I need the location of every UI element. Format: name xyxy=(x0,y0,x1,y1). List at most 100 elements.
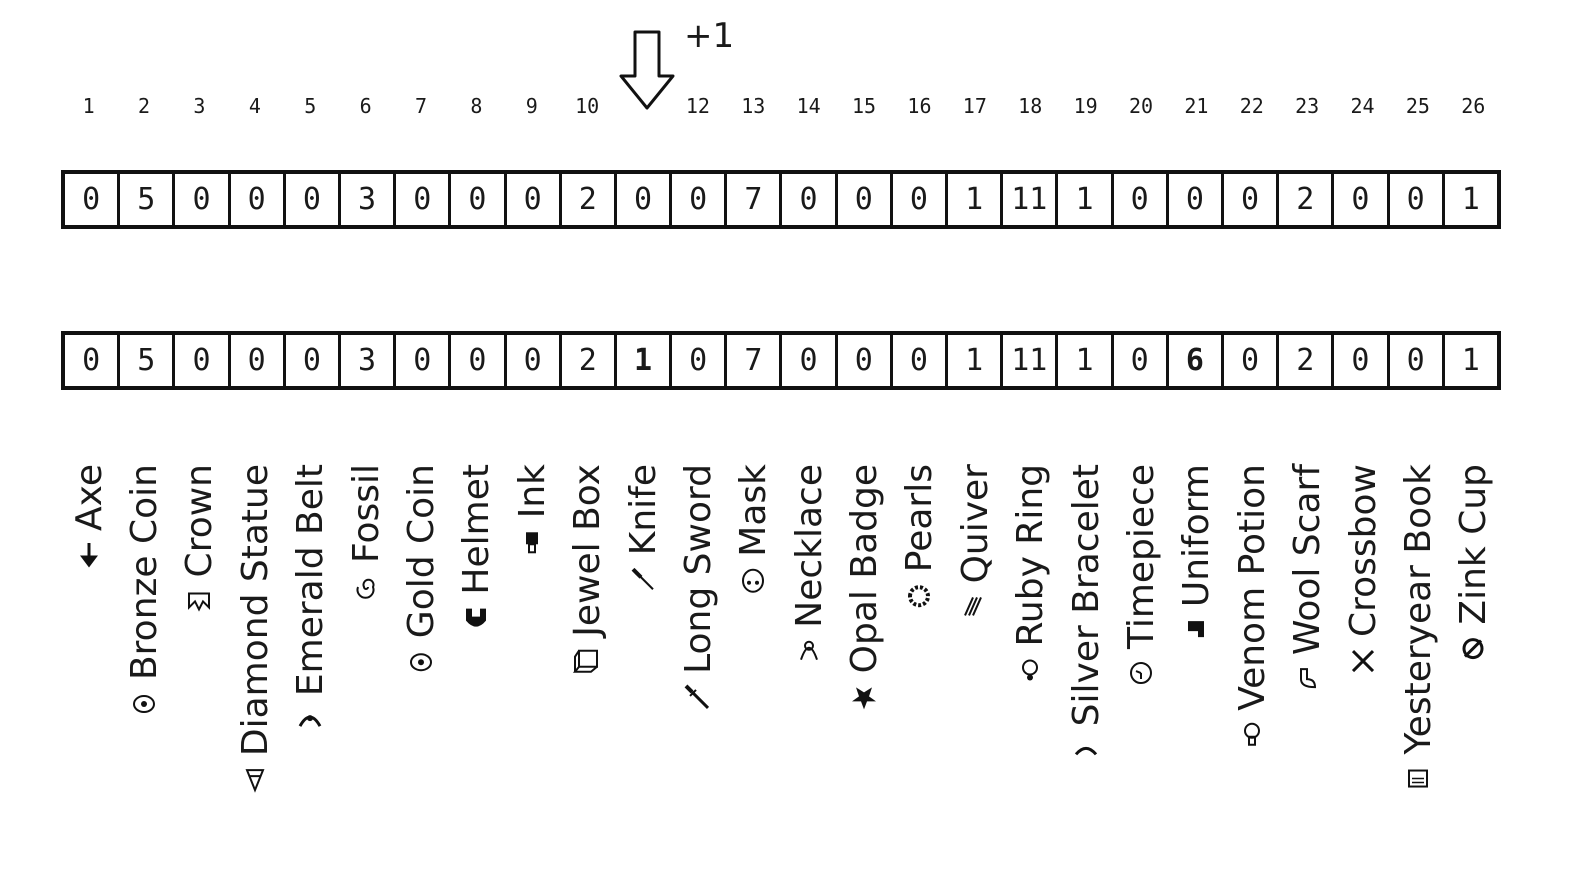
position-label: 25 xyxy=(1405,94,1430,118)
item-label-column: Uniform xyxy=(1168,464,1224,884)
item-label-text: Diamond Statue xyxy=(234,464,276,757)
count-cell: 0 xyxy=(1224,174,1280,225)
scarf-icon xyxy=(1300,668,1317,689)
coin-icon xyxy=(133,695,156,714)
item-label: Timepiece xyxy=(1121,464,1162,687)
item-label-text: Crown xyxy=(179,464,221,578)
item-label: Gold Coin xyxy=(401,464,442,676)
potion-icon xyxy=(1244,722,1261,746)
count-cell: 1 xyxy=(1461,182,1480,217)
item-label: Emerald Belt xyxy=(290,464,331,734)
count-cell: 1 xyxy=(1058,174,1114,225)
item-label-text: Long Sword xyxy=(677,464,719,674)
necklace-icon xyxy=(800,640,819,661)
position-label: 17 xyxy=(962,94,987,118)
position-label: 1 xyxy=(82,94,95,118)
badge-icon xyxy=(852,687,877,710)
position-label: 13 xyxy=(741,94,766,118)
ring-icon xyxy=(1022,659,1039,681)
count-cell: 0 xyxy=(396,335,452,386)
count-cell: 2 xyxy=(562,335,617,386)
item-label: Bronze Coin xyxy=(124,464,165,718)
mask-icon xyxy=(742,568,765,593)
item-label: Zink Cup xyxy=(1453,464,1494,663)
item-label: Diamond Statue xyxy=(235,464,276,794)
position-label: 22 xyxy=(1239,94,1264,118)
ink-icon xyxy=(526,532,539,554)
coin-icon xyxy=(410,653,433,672)
item-label-column: Opal Badge xyxy=(836,464,892,884)
item-label-column: Helmet xyxy=(448,464,504,884)
helmet-icon xyxy=(466,608,487,627)
item-label: Necklace xyxy=(789,464,830,666)
item-label-column: Mask xyxy=(725,464,781,884)
item-label: Venom Potion xyxy=(1232,464,1273,749)
count-cell: 7 xyxy=(727,335,783,386)
item-label-text: Fossil xyxy=(345,464,387,563)
item-label-text: Ink xyxy=(511,464,553,519)
item-label: Silver Bracelet xyxy=(1066,464,1107,764)
count-cell: 2 xyxy=(1279,174,1335,225)
item-label-text: Knife xyxy=(622,464,664,556)
item-label-text: Necklace xyxy=(788,464,830,628)
count-cell: 0 xyxy=(1390,335,1445,386)
item-label-text: Mask xyxy=(733,464,775,557)
item-label-column: Diamond Statue xyxy=(227,464,283,884)
statue-icon xyxy=(245,769,265,793)
count-cell: 0 xyxy=(396,174,452,225)
count-cell: 1 xyxy=(948,335,1004,386)
count-cell: 0 xyxy=(451,335,507,386)
item-label: Opal Badge xyxy=(844,464,885,711)
item-label-text: Bronze Coin xyxy=(124,464,166,681)
item-label-column: Zink Cup xyxy=(1445,464,1501,884)
crossbow-icon xyxy=(1351,649,1375,673)
count-cell: 0 xyxy=(175,335,231,386)
count-cell: 11 xyxy=(1003,335,1059,386)
count-cell: 1 xyxy=(617,335,673,386)
increment-arrow-icon xyxy=(619,30,675,110)
item-label-column: Yesteryear Book xyxy=(1390,464,1446,884)
increment-label: +1 xyxy=(684,16,735,56)
position-label: 18 xyxy=(1018,94,1043,118)
count-cell: 0 xyxy=(893,174,948,225)
count-cell: 3 xyxy=(341,335,397,386)
item-label-text: Yesteryear Book xyxy=(1397,464,1439,755)
count-cell: 0 xyxy=(175,174,231,225)
item-label-text: Crossbow xyxy=(1342,464,1384,638)
crown-icon xyxy=(188,592,211,612)
item-label-column: Pearls xyxy=(891,464,947,884)
item-label-column: Ruby Ring xyxy=(1002,464,1058,884)
position-label: 2 xyxy=(138,94,151,118)
count-cell: 6 xyxy=(1169,335,1224,386)
item-label-text: Pearls xyxy=(899,464,941,573)
count-cell: 0 xyxy=(672,335,728,386)
item-label: Knife xyxy=(623,464,664,593)
item-label: Crown xyxy=(179,464,220,615)
count-cell: 0 xyxy=(1390,174,1445,225)
item-label: Fossil xyxy=(346,464,387,601)
count-cell: 0 xyxy=(286,335,341,386)
count-cell: 0 xyxy=(231,335,286,386)
count-cell: 0 xyxy=(507,335,562,386)
item-label: Ink xyxy=(512,464,553,556)
position-label: 19 xyxy=(1073,94,1098,118)
item-label-text: Venom Potion xyxy=(1231,464,1273,711)
item-label: Mask xyxy=(733,464,774,595)
count-cell: 0 xyxy=(507,174,562,225)
count-cell: 0 xyxy=(672,174,728,225)
item-label-text: Opal Badge xyxy=(844,464,886,674)
item-label-column: Necklace xyxy=(781,464,837,884)
item-label-text: Ruby Ring xyxy=(1010,464,1052,647)
item-label-column: Knife xyxy=(615,464,671,884)
item-label-text: Jewel Box xyxy=(567,464,609,637)
position-label: 12 xyxy=(685,94,710,118)
item-label-column: Bronze Coin xyxy=(116,464,172,884)
position-label: 5 xyxy=(304,94,317,118)
pearls-icon xyxy=(908,585,931,608)
bracelet-icon xyxy=(1074,746,1098,756)
count-cell: 0 xyxy=(1224,335,1280,386)
clock-icon xyxy=(1130,662,1153,685)
position-label: 16 xyxy=(907,94,932,118)
item-label: Pearls xyxy=(899,464,940,610)
